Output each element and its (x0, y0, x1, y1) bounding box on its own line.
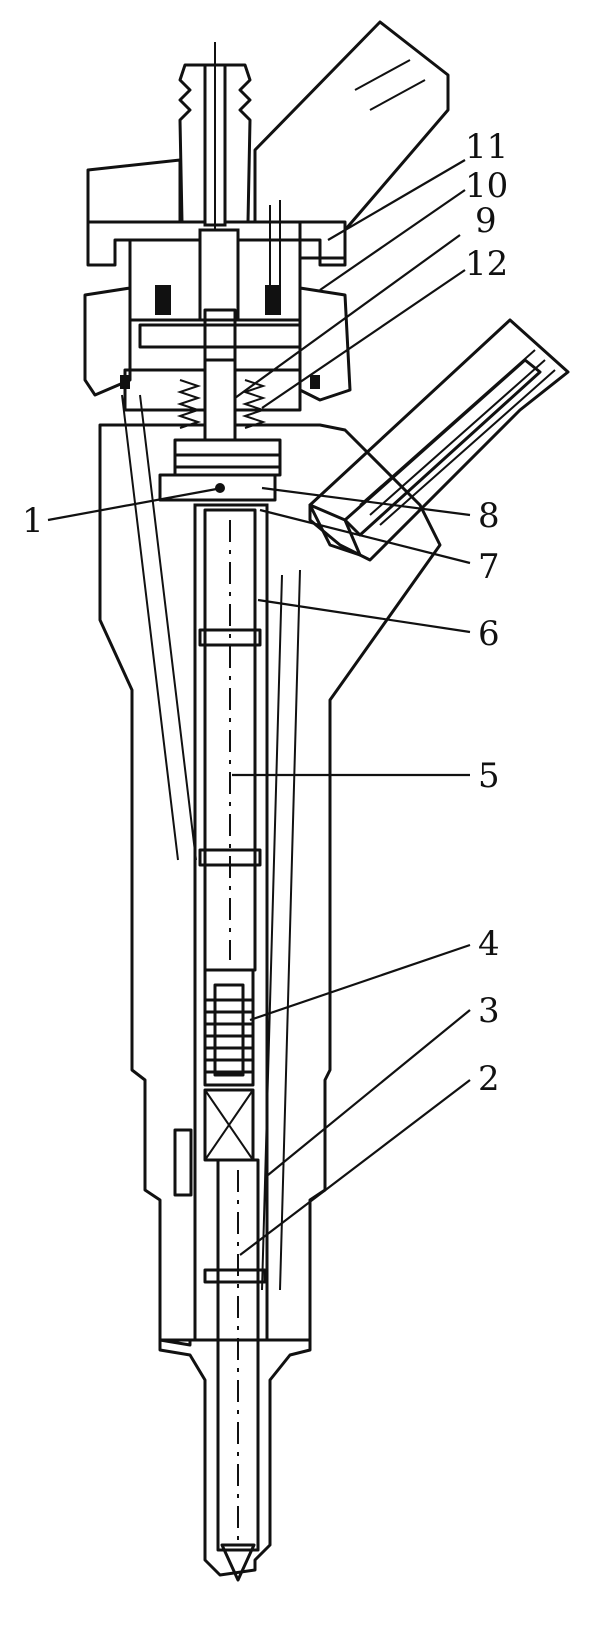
leader-10 (319, 189, 466, 291)
leader-7 (259, 508, 471, 565)
callout-9: 9 (475, 201, 497, 241)
leader-3 (267, 1009, 471, 1176)
leader-12 (261, 269, 466, 409)
leader-6 (257, 598, 471, 634)
callout-10: 10 (465, 166, 508, 206)
callout-7: 7 (478, 547, 500, 587)
injector-body (98, 394, 442, 1347)
leader-11 (327, 159, 466, 241)
callout-6: 6 (478, 614, 500, 654)
callout-5: 5 (478, 756, 500, 796)
callout-12: 12 (465, 244, 508, 284)
callout-labels: 11 10 9 12 1 8 7 6 5 4 3 2 (22, 127, 508, 1099)
leader-lines (47, 159, 471, 1256)
leader-1 (47, 486, 223, 522)
return-nipple (178, 42, 252, 300)
nozzle-spring (203, 968, 255, 1087)
nozzle-assembly (158, 1158, 312, 1582)
electrical-connector (86, 20, 450, 300)
callout-2: 2 (478, 1059, 500, 1099)
armature-spring (176, 379, 267, 429)
callout-3: 3 (478, 991, 500, 1031)
leader-8 (261, 486, 471, 517)
callout-1: 1 (22, 501, 44, 541)
armature-assembly (123, 308, 302, 502)
leader-2 (239, 1079, 471, 1256)
callout-4: 4 (478, 924, 500, 964)
leader-4 (249, 943, 471, 1022)
callout-11: 11 (465, 127, 508, 167)
leader-9 (234, 234, 461, 399)
callout-8: 8 (478, 496, 500, 536)
